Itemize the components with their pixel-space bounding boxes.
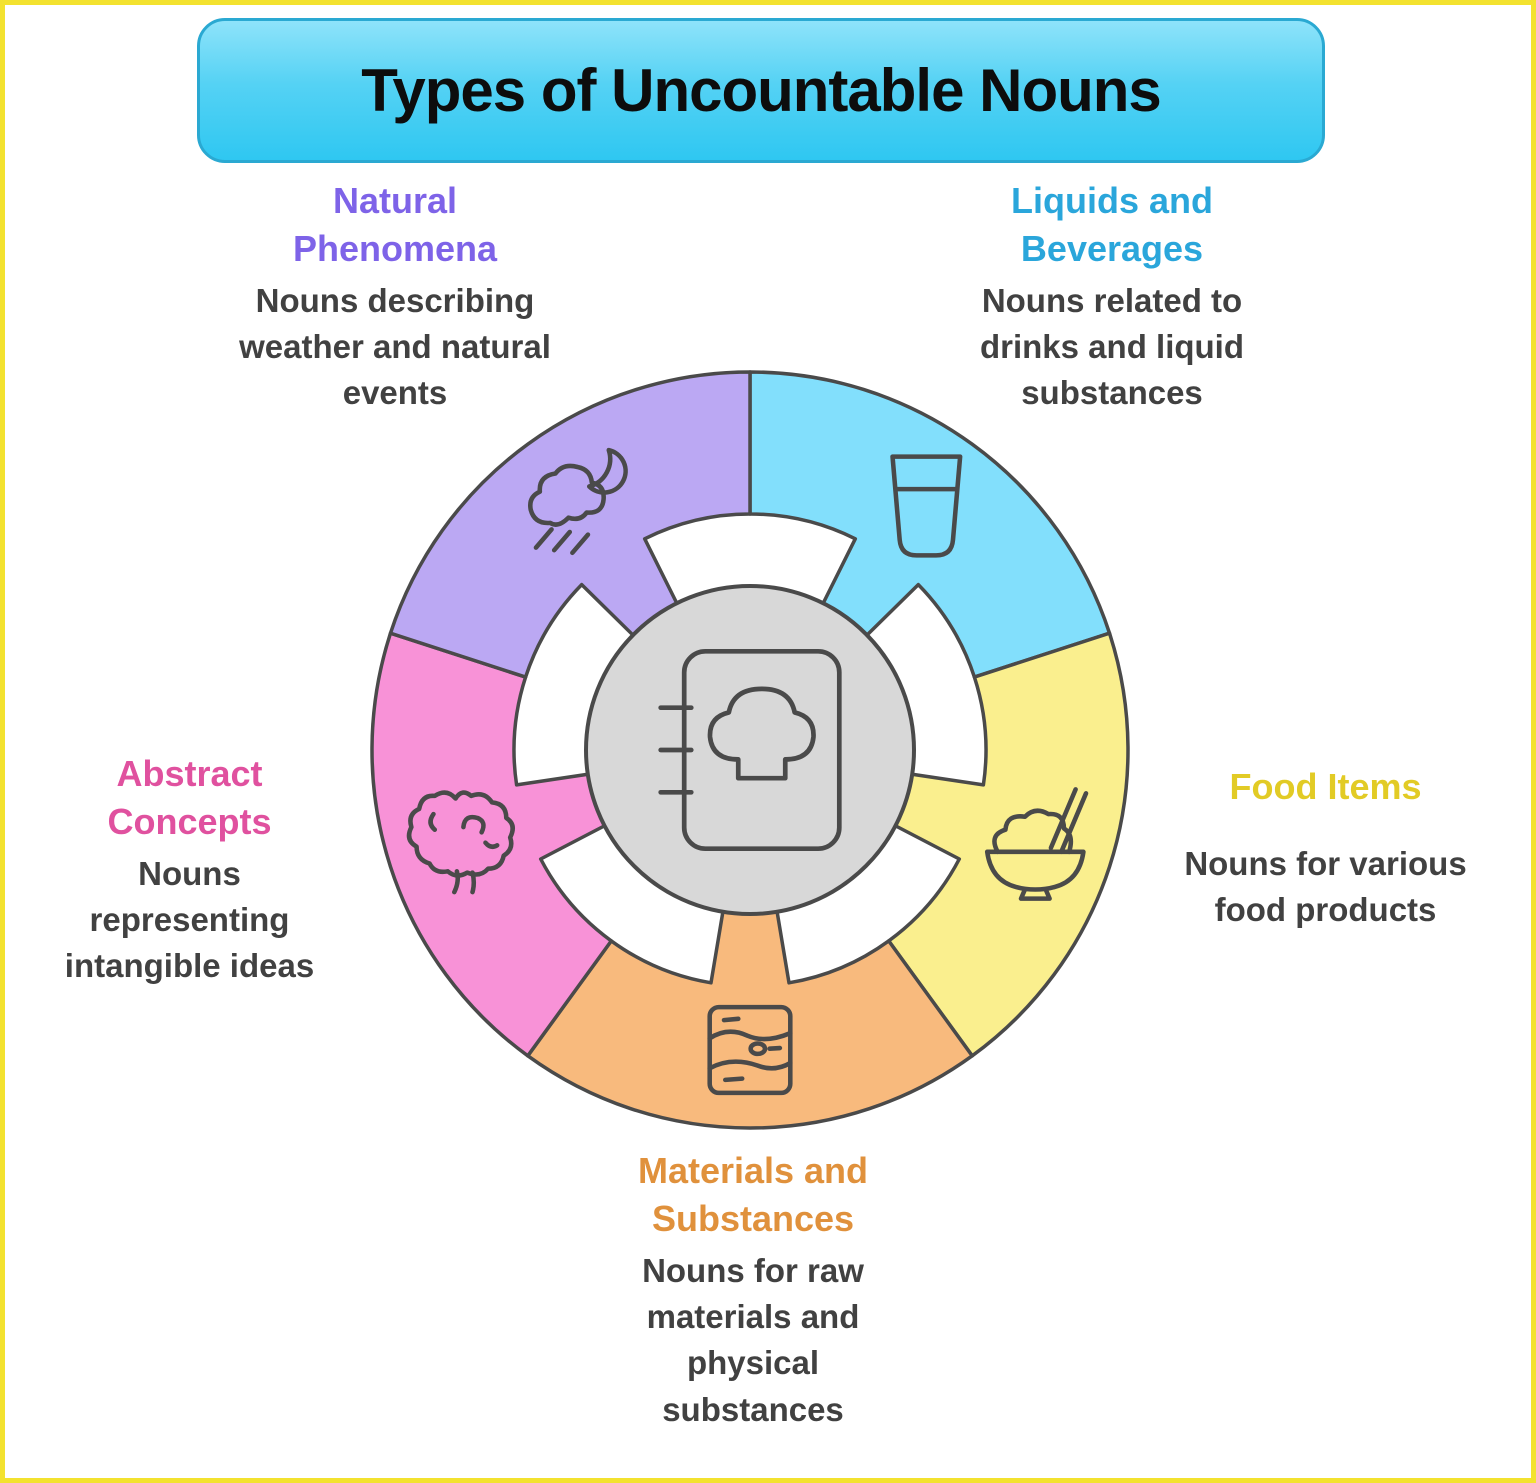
segment-title-materials-and-substances: Materials and Substances — [637, 1150, 869, 1239]
segment-description-food-items: Nouns for various food products — [1184, 844, 1467, 928]
label-food-items: Food Items Nouns for various food produc… — [1168, 763, 1483, 933]
segment-title-natural-phenomena: Natural Phenomena — [292, 180, 498, 269]
label-liquids-and-beverages: Liquids and Beverages Nouns related to d… — [947, 177, 1277, 417]
label-abstract-concepts: Abstract Concepts Nouns representing int… — [37, 750, 342, 990]
uncountable-nouns-wheel — [370, 370, 1130, 1130]
label-materials-and-substances: Materials and Substances Nouns for raw m… — [618, 1147, 888, 1433]
label-natural-phenomena: Natural Phenomena Nouns describing weath… — [230, 177, 560, 417]
segment-title-liquids-and-beverages: Liquids and Beverages — [1011, 180, 1213, 269]
segment-title-abstract-concepts: Abstract Concepts — [107, 753, 272, 842]
segment-description-natural-phenomena: Nouns describing weather and natural eve… — [239, 282, 551, 412]
segment-natural — [388, 370, 752, 679]
segment-description-materials-and-substances: Nouns for raw materials and physical sub… — [642, 1252, 864, 1428]
center-hub — [584, 584, 916, 916]
segment-title-food-items: Food Items — [1229, 766, 1422, 807]
title-banner: Types of Uncountable Nouns — [197, 18, 1325, 163]
page-title: Types of Uncountable Nouns — [361, 57, 1162, 124]
segment-description-abstract-concepts: Nouns representing intangible ideas — [64, 855, 315, 985]
segment-description-liquids-and-beverages: Nouns related to drinks and liquid subst… — [979, 282, 1245, 412]
